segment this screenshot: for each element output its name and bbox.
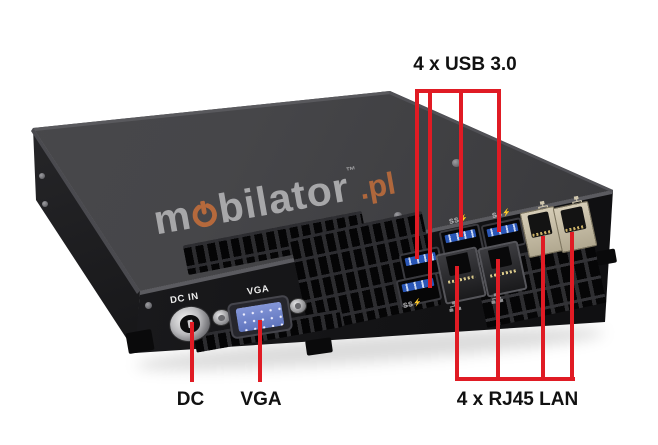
watermark-brand-prefix: m xyxy=(150,191,195,244)
annotation-line-usb xyxy=(428,89,432,288)
annotation-line-usb xyxy=(415,89,419,259)
annotation-line-lan xyxy=(455,266,459,379)
annotation-line-dc xyxy=(190,322,194,382)
case-foot xyxy=(595,248,618,266)
annotation-line-usb xyxy=(497,89,501,232)
screw xyxy=(42,201,48,207)
case-foot xyxy=(125,328,155,355)
screw xyxy=(452,159,461,167)
screw xyxy=(39,173,45,179)
watermark-domain-suffix: .pl xyxy=(356,165,399,207)
annotation-line-lan xyxy=(496,259,500,379)
annotation-bracket-usb xyxy=(415,89,501,93)
annotation-bracket-lan xyxy=(455,377,575,381)
annotation-line-lan xyxy=(541,236,545,379)
annotation-line-lan xyxy=(570,232,574,379)
annotation-line-vga xyxy=(258,320,262,382)
vga-callout-label: VGA xyxy=(240,389,282,410)
lan-callout-label: 4 x RJ45 LAN xyxy=(456,389,579,410)
annotation-line-usb xyxy=(459,89,463,237)
usb-callout-label: 4 x USB 3.0 xyxy=(413,54,517,75)
screw xyxy=(145,302,152,309)
dc-callout-label: DC xyxy=(176,389,205,410)
power-button-icon xyxy=(190,199,220,230)
